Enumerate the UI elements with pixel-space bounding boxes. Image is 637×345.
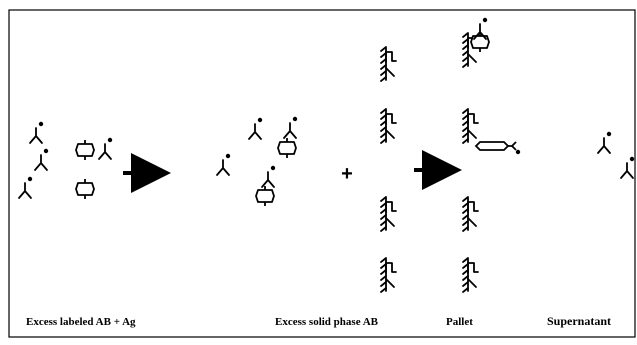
labeled-antibody — [98, 136, 114, 160]
labeled-antibody — [18, 175, 34, 199]
antigen — [255, 185, 275, 207]
labeled-antibody — [597, 130, 613, 154]
pellet-column — [462, 16, 521, 293]
labeled-antibody — [248, 116, 264, 140]
labeled-antibody — [216, 152, 232, 176]
antigen — [277, 137, 297, 159]
solid-phase-antibody — [462, 196, 479, 232]
solid-phase-antibody — [380, 196, 397, 232]
labeled-antibody — [261, 164, 277, 188]
plus-sign: + — [341, 163, 353, 185]
caption-pellet: Pallet — [446, 316, 473, 328]
solid-phase-antibody — [380, 108, 397, 144]
labeled-antibody — [34, 147, 50, 171]
solid-phase-antibody — [462, 108, 479, 144]
labeled-antibody — [29, 120, 45, 144]
supernatant-group — [597, 130, 636, 179]
bound-antigen-horizontal — [474, 141, 521, 155]
labeled-antibody — [283, 115, 299, 139]
solid-phase-column — [380, 46, 397, 293]
labeled-antibody — [620, 155, 636, 179]
caption-step2: Excess solid phase AB — [275, 316, 378, 328]
solid-phase-antibody — [462, 257, 479, 293]
antigen — [470, 31, 490, 53]
step1-group — [18, 120, 114, 200]
caption-supernatant: Supernatant — [547, 314, 612, 328]
diagram-border — [8, 9, 636, 338]
caption-step1: Excess labeled AB + Ag — [26, 316, 136, 328]
solid-phase-antibody — [380, 46, 397, 82]
antigen — [75, 178, 95, 200]
step2-group — [216, 115, 299, 207]
solid-phase-antibody — [380, 257, 397, 293]
antigen — [75, 139, 95, 161]
